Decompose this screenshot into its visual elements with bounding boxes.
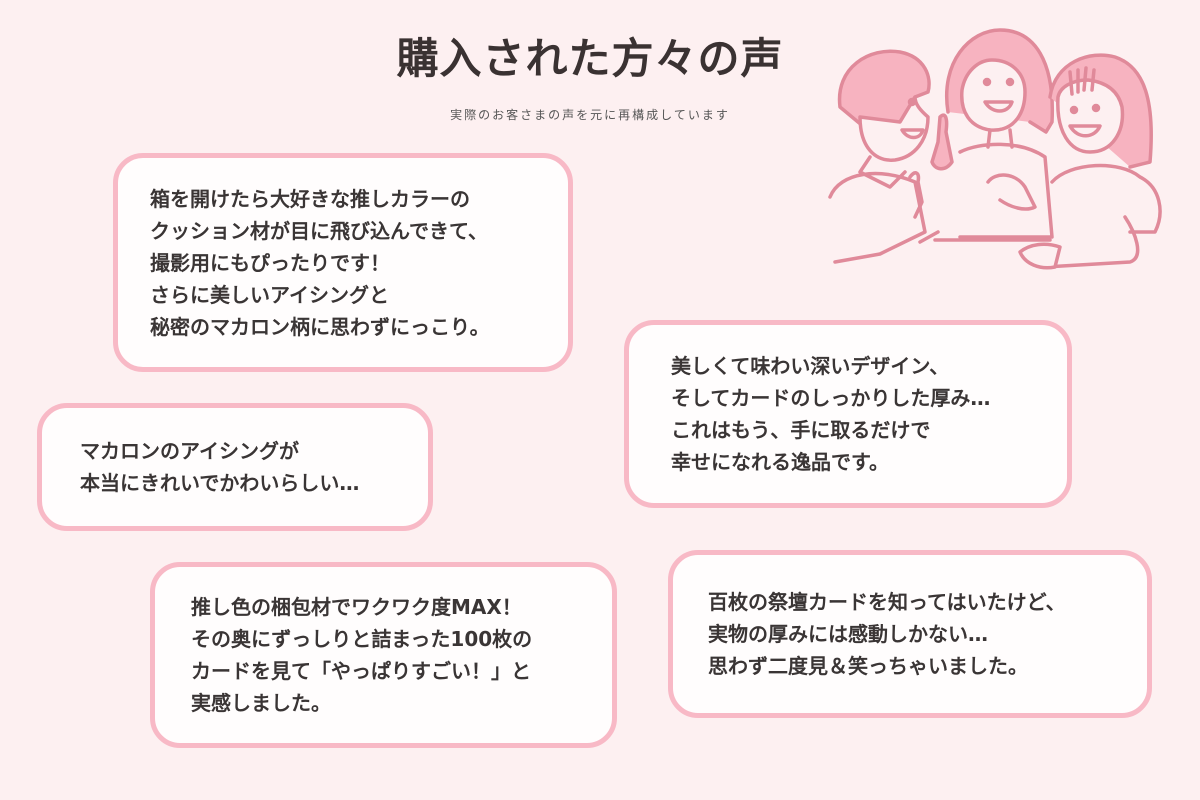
testimonial-text: 百枚の祭壇カードを知ってはいたけど、 実物の厚みには感動しかない… 思わず二度見…	[708, 590, 1066, 678]
testimonial-text: マカロンのアイシングが 本当にきれいでかわいらしい…	[80, 439, 360, 495]
three-people-talking-icon	[820, 22, 1180, 278]
testimonial-card: 箱を開けたら大好きな推しカラーの クッション材が目に飛び込んできて、 撮影用にも…	[113, 153, 573, 372]
testimonial-card: 美しくて味わい深いデザイン、 そしてカードのしっかりした厚み… これはもう、手に…	[624, 320, 1072, 508]
page-title: 購入された方々の声	[396, 34, 784, 83]
testimonial-text: 美しくて味わい深いデザイン、 そしてカードのしっかりした厚み… これはもう、手に…	[671, 354, 991, 474]
testimonial-card: 推し色の梱包材でワクワク度MAX！ その奥にずっしりと詰まった100枚の カード…	[150, 562, 617, 748]
testimonial-card: 百枚の祭壇カードを知ってはいたけど、 実物の厚みには感動しかない… 思わず二度見…	[668, 550, 1152, 718]
page-subtitle: 実際のお客さまの声を元に再構成しています	[450, 108, 730, 122]
testimonial-text: 推し色の梱包材でワクワク度MAX！ その奥にずっしりと詰まった100枚の カード…	[191, 595, 533, 715]
testimonial-card: マカロンのアイシングが 本当にきれいでかわいらしい…	[37, 403, 433, 531]
testimonial-text: 箱を開けたら大好きな推しカラーの クッション材が目に飛び込んできて、 撮影用にも…	[150, 186, 490, 339]
